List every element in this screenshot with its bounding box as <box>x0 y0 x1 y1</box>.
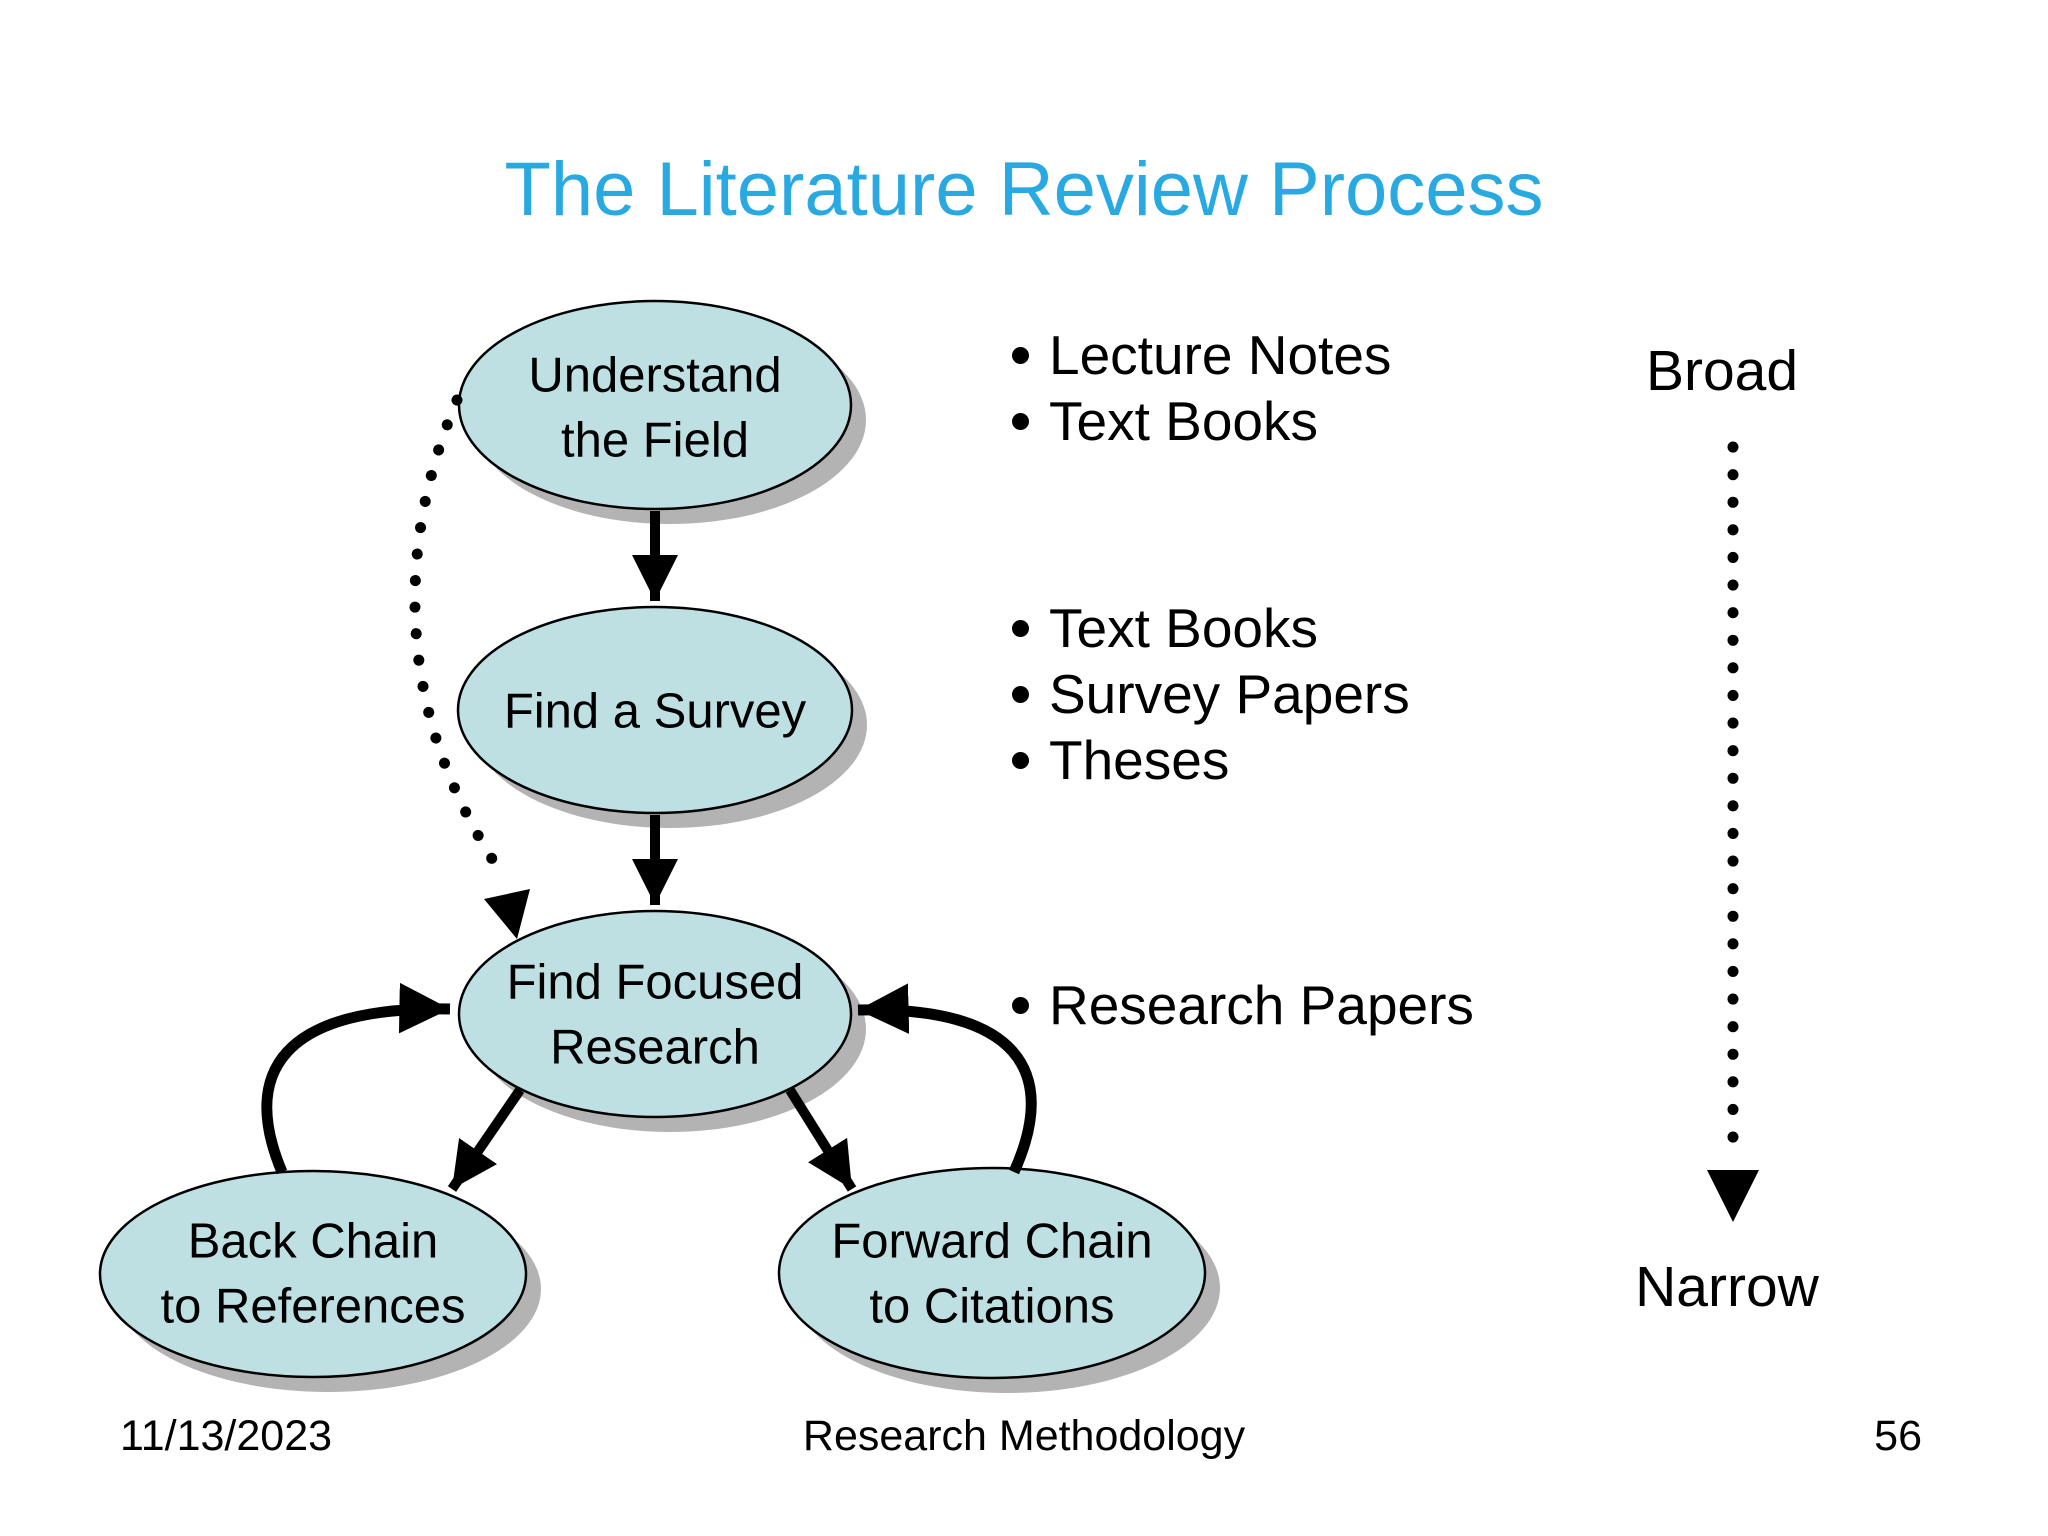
arrow-back-to-focused <box>261 982 451 1175</box>
node-label-find-survey: Find a Survey <box>503 684 807 739</box>
bullet-group-focused-sources: Research Papers <box>1012 972 1474 1038</box>
node-label-find-focused-research: Find Focused Research <box>506 955 804 1074</box>
bullet-group-survey-sources: Text Books Survey Papers Theses <box>1012 595 1410 793</box>
dotted-curve-arrowhead <box>484 889 530 939</box>
bullet-icon <box>1012 685 1029 703</box>
node-focused-ellipse <box>457 909 853 1119</box>
scale-label-narrow: Narrow <box>1635 1255 1819 1319</box>
node-forward-ellipse <box>777 1166 1207 1380</box>
list-item: Lecture Notes <box>1012 322 1391 388</box>
bullet-icon <box>1012 412 1029 430</box>
node-survey-ellipse <box>456 605 854 815</box>
bullet-label: Text Books <box>1049 390 1319 452</box>
node-label-forward-chain: Forward Chain to Citations <box>831 1214 1153 1333</box>
list-item: Text Books <box>1012 388 1391 454</box>
bullet-label: Survey Papers <box>1049 663 1410 725</box>
arrow-forward-to-focused <box>857 983 1037 1175</box>
bullet-icon <box>1012 346 1029 364</box>
bullet-icon <box>1012 996 1029 1014</box>
bullet-group-understand-sources: Lecture Notes Text Books <box>1012 322 1391 454</box>
bullet-label: Theses <box>1049 729 1230 791</box>
bullet-label: Lecture Notes <box>1049 324 1392 386</box>
bullet-icon <box>1012 751 1029 769</box>
list-item: Theses <box>1012 727 1410 793</box>
footer-page-number: 56 <box>1874 1412 1922 1460</box>
node-label-back-chain: Back Chain to References <box>160 1214 466 1333</box>
dotted-curve <box>409 394 512 886</box>
arrow-focused-to-forward <box>785 1087 857 1192</box>
list-item: Research Papers <box>1012 972 1474 1038</box>
curved-arrows <box>261 982 1037 1175</box>
slide-title: The Literature Review Process <box>504 147 1544 232</box>
bullet-label: Text Books <box>1049 597 1319 659</box>
scope-arrowhead <box>1707 1170 1759 1222</box>
scope-arrow <box>1707 441 1759 1222</box>
scale-label-broad: Broad <box>1645 339 1799 403</box>
dotted-arrow-understand-to-focused <box>409 394 530 939</box>
solid-arrows <box>447 511 857 1192</box>
list-item: Text Books <box>1012 595 1410 661</box>
node-shapes <box>98 299 1207 1380</box>
arrow-focused-to-back <box>447 1087 525 1192</box>
list-item: Survey Papers <box>1012 661 1410 727</box>
footer-date: 11/13/2023 <box>120 1412 333 1460</box>
bullet-label: Research Papers <box>1049 974 1474 1036</box>
node-label-understand-field: Understand the Field <box>528 348 782 467</box>
node-back-ellipse <box>98 1169 528 1379</box>
footer-title: Research Methodology <box>802 1412 1246 1460</box>
bullet-icon <box>1012 619 1029 637</box>
